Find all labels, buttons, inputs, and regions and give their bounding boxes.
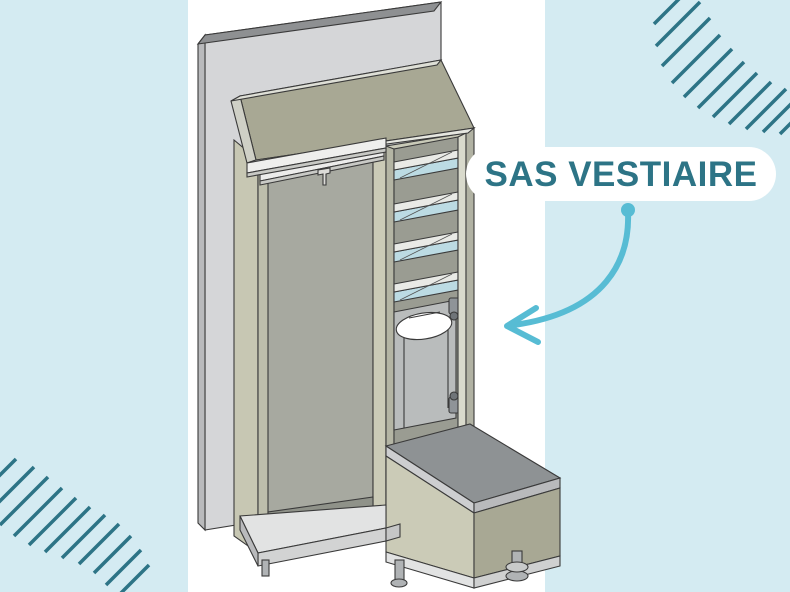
chute-oval-opening <box>395 311 453 341</box>
adjustable-foot <box>505 550 529 582</box>
shelving-column <box>385 127 475 524</box>
wardrobe-hanging-section <box>233 138 387 555</box>
laundry-chute-door <box>393 297 460 431</box>
door-hinge <box>448 391 460 414</box>
callout-label-pill: SAS VESTIAIRE <box>466 147 776 201</box>
adjustable-foot <box>390 559 408 588</box>
callout-label-text: SAS VESTIAIRE <box>484 154 758 194</box>
top-front-rail <box>246 137 387 178</box>
bench-seat <box>384 423 562 589</box>
adjustable-foot <box>261 559 270 577</box>
plinth-kickboard <box>239 504 401 567</box>
